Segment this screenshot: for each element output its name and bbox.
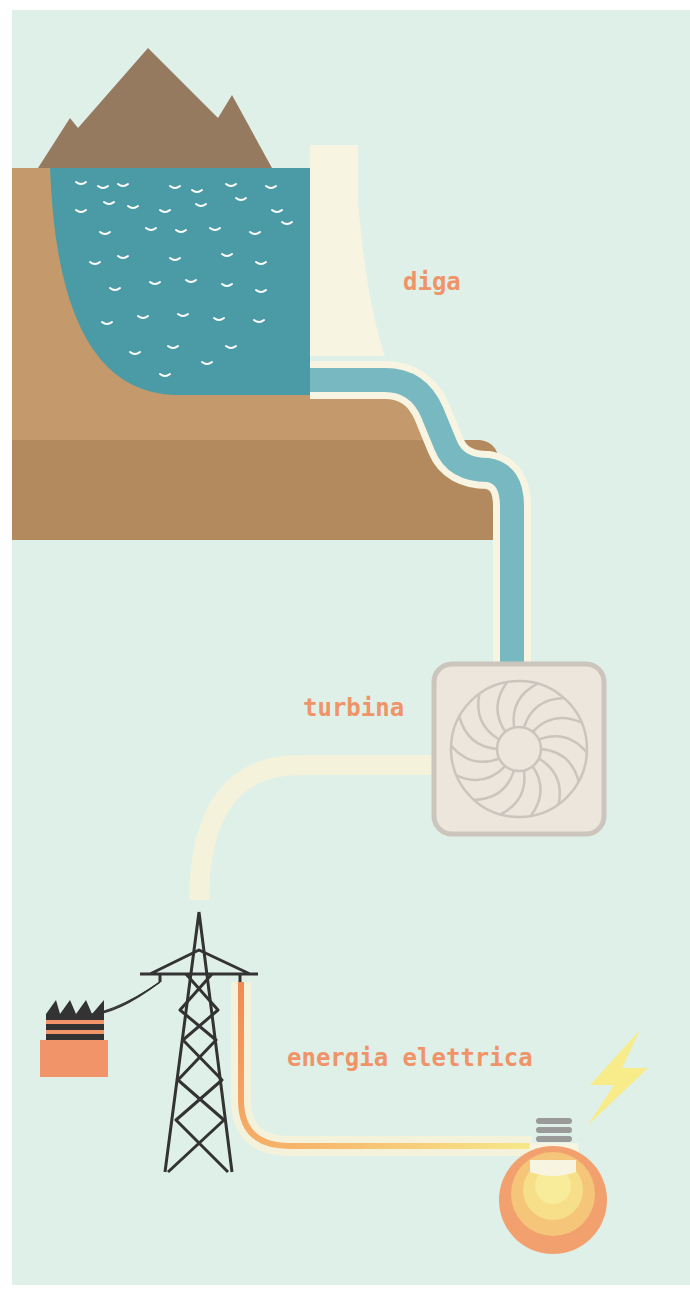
turbine-blade — [497, 682, 507, 732]
penstock-water — [310, 380, 512, 662]
dam-label: diga — [403, 268, 461, 296]
power-path — [199, 765, 432, 900]
light-bulb — [499, 1118, 607, 1254]
line-casing — [241, 982, 532, 1146]
turbine-blade — [531, 766, 541, 816]
turbine-blade — [539, 759, 560, 805]
reservoir — [50, 168, 310, 395]
ground-lower — [12, 440, 500, 540]
turbine-wheel — [451, 681, 587, 817]
mountain — [38, 48, 272, 168]
electric-energy-label: energia elettrica — [287, 1044, 533, 1072]
factory — [40, 1000, 108, 1077]
turbine-blade — [539, 736, 587, 752]
turbine-housing — [434, 664, 604, 834]
turbine-blade — [533, 718, 582, 732]
water-waves — [76, 182, 292, 376]
turbine-label: turbina — [303, 694, 404, 722]
electric-line — [241, 982, 532, 1146]
dam — [310, 145, 385, 356]
turbine-blade — [478, 694, 499, 740]
lightning-bolt — [588, 1030, 648, 1125]
penstock-casing — [310, 380, 512, 662]
turbine-blade — [456, 766, 505, 780]
background — [12, 10, 690, 1285]
